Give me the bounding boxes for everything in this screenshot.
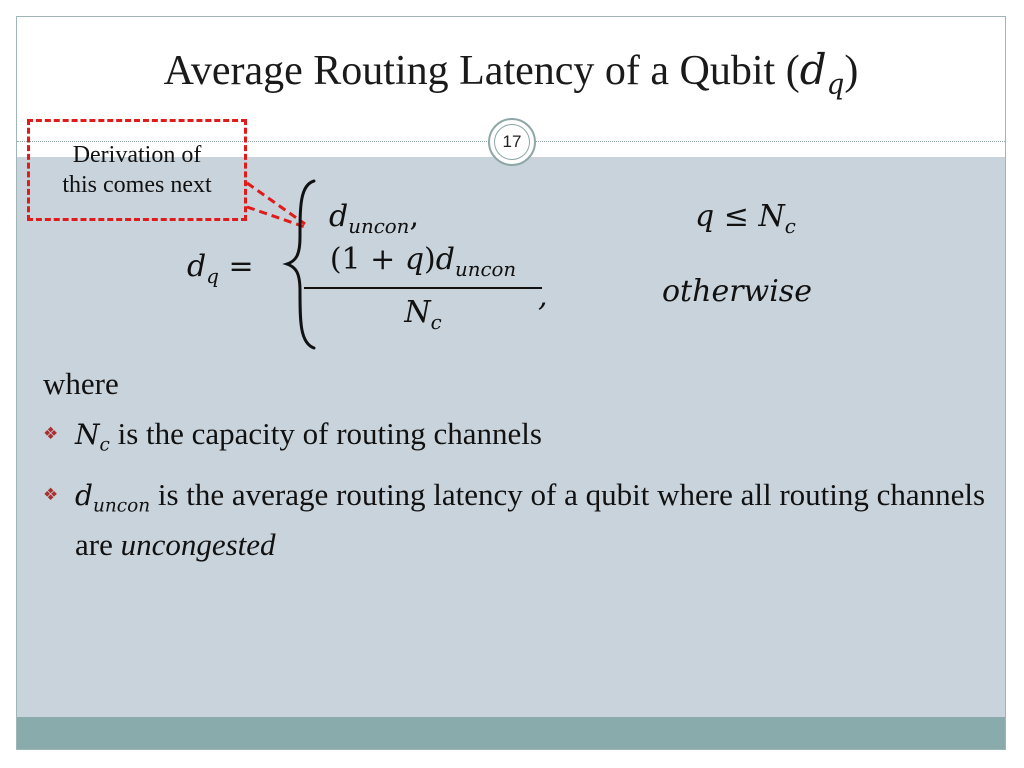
case2-condition: otherwise xyxy=(662,274,812,309)
title-text: Average Routing Latency of a Qubit ( xyxy=(163,48,800,94)
page-number: 17 xyxy=(494,124,530,160)
diamond-cluster-icon: ❖ xyxy=(43,485,59,506)
case1-expression: duncon, xyxy=(329,199,419,238)
bullet-item: ❖ duncon is the average routing latency … xyxy=(43,476,993,563)
left-brace-icon xyxy=(282,179,316,350)
diamond-cluster-icon: ❖ xyxy=(43,424,59,444)
where-label: where xyxy=(43,366,119,401)
bullet-item: ❖ Nc is the capacity of routing channels xyxy=(43,415,993,464)
bullet-text: duncon is the average routing latency of… xyxy=(75,477,986,562)
emphasis-uncongested: uncongested xyxy=(120,526,276,562)
slide-body: where ❖ Nc is the capacity of routing ch… xyxy=(43,365,993,576)
slide: Average Routing Latency of a Qubit (dq) … xyxy=(16,16,1006,750)
fraction-denominator: Nc xyxy=(404,294,442,334)
callout-box: Derivation of this comes next xyxy=(27,119,247,221)
bullet1-math: Nc xyxy=(75,418,110,456)
slide-footer-band xyxy=(17,717,1005,749)
slide-content-area xyxy=(17,157,1005,717)
bullet-text: Nc is the capacity of routing channels xyxy=(75,416,542,456)
case2-comma: , xyxy=(538,279,548,314)
case2-fraction: (1 + q)duncon Nc xyxy=(304,242,542,334)
callout-line-1: Derivation of xyxy=(72,142,202,168)
slide-title: Average Routing Latency of a Qubit (dq) xyxy=(17,45,1005,101)
title-math: dq xyxy=(799,45,845,101)
title-close: ) xyxy=(844,48,859,94)
fraction-numerator: (1 + q)duncon xyxy=(304,242,542,289)
callout-line-2: this comes next xyxy=(62,172,212,198)
bullet2-math: duncon xyxy=(75,479,151,517)
equation-lhs: dq = xyxy=(187,249,254,288)
case1-condition: q ≤ Nc xyxy=(695,199,796,238)
page-number-badge: 17 xyxy=(488,118,536,166)
equals-sign: = xyxy=(228,249,254,284)
